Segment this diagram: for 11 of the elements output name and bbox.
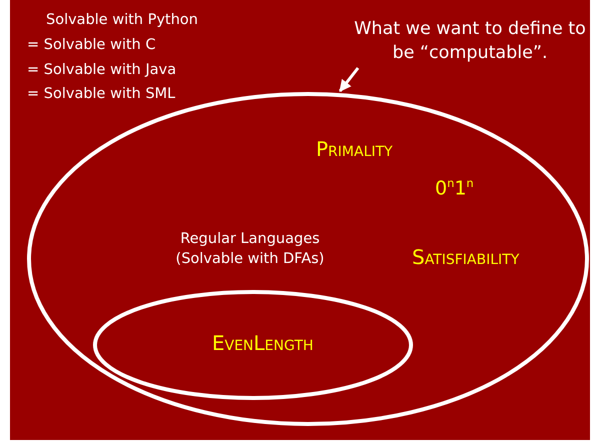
list-text: = Solvable with C <box>27 37 156 53</box>
list-text: = Solvable with Java <box>27 62 176 78</box>
annotation-text: What we want to define to be “computable”. <box>353 18 587 65</box>
region-label: Primality <box>316 136 393 163</box>
list-text: Solvable with Python <box>46 12 198 28</box>
arrow <box>338 67 360 92</box>
region-label: EvenLength <box>212 330 314 357</box>
list-text: = Solvable with SML <box>27 86 176 102</box>
region-label: Regular Languages (Solvable with DFAs) <box>174 230 326 269</box>
region-label: 0$^{n}$1$^{n}$ <box>435 176 474 202</box>
region-label: Satisfiability <box>412 244 520 271</box>
